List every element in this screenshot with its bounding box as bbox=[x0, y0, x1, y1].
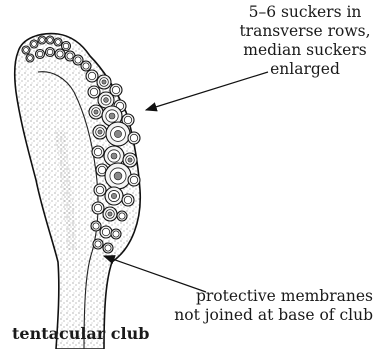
sucker bbox=[91, 221, 101, 231]
sucker bbox=[128, 174, 140, 186]
sucker bbox=[92, 146, 104, 158]
sucker bbox=[89, 105, 103, 119]
sucker bbox=[106, 122, 130, 146]
sucker bbox=[92, 202, 104, 214]
suckers-annotation-line: median suckers bbox=[238, 41, 372, 60]
sucker bbox=[88, 86, 100, 98]
sucker bbox=[105, 187, 123, 205]
suckers-annotation-line: 5–6 suckers in bbox=[238, 3, 372, 22]
figure-caption: tentacular club bbox=[12, 324, 149, 343]
sucker bbox=[54, 38, 62, 46]
membranes-annotation: protective membranes not joined at base … bbox=[168, 287, 373, 325]
sucker bbox=[26, 54, 34, 62]
sucker bbox=[81, 61, 91, 71]
membranes-annotation-line: not joined at base of club bbox=[168, 306, 373, 325]
sucker bbox=[97, 75, 111, 89]
sucker bbox=[94, 184, 106, 196]
sucker bbox=[30, 40, 38, 48]
sucker bbox=[55, 49, 65, 59]
sucker bbox=[36, 50, 45, 59]
sucker bbox=[93, 239, 103, 249]
membranes-annotation-line: protective membranes bbox=[168, 287, 373, 306]
suckers-annotation-line: transverse rows, bbox=[238, 22, 372, 41]
sucker bbox=[122, 194, 134, 206]
sucker bbox=[38, 36, 46, 44]
sucker bbox=[111, 229, 121, 239]
sucker bbox=[103, 243, 113, 253]
suckers-annotation-line: enlarged bbox=[238, 60, 372, 79]
sucker bbox=[93, 125, 107, 139]
sucker bbox=[22, 46, 30, 54]
sucker bbox=[46, 48, 55, 57]
suckers-annotation: 5–6 suckers in transverse rows, median s… bbox=[238, 3, 372, 79]
sucker bbox=[46, 36, 54, 44]
sucker bbox=[86, 70, 98, 82]
sucker bbox=[128, 132, 140, 144]
sucker bbox=[117, 211, 127, 221]
sucker bbox=[105, 163, 131, 189]
sucker bbox=[100, 226, 112, 238]
sucker bbox=[62, 42, 71, 51]
sucker bbox=[103, 207, 117, 221]
